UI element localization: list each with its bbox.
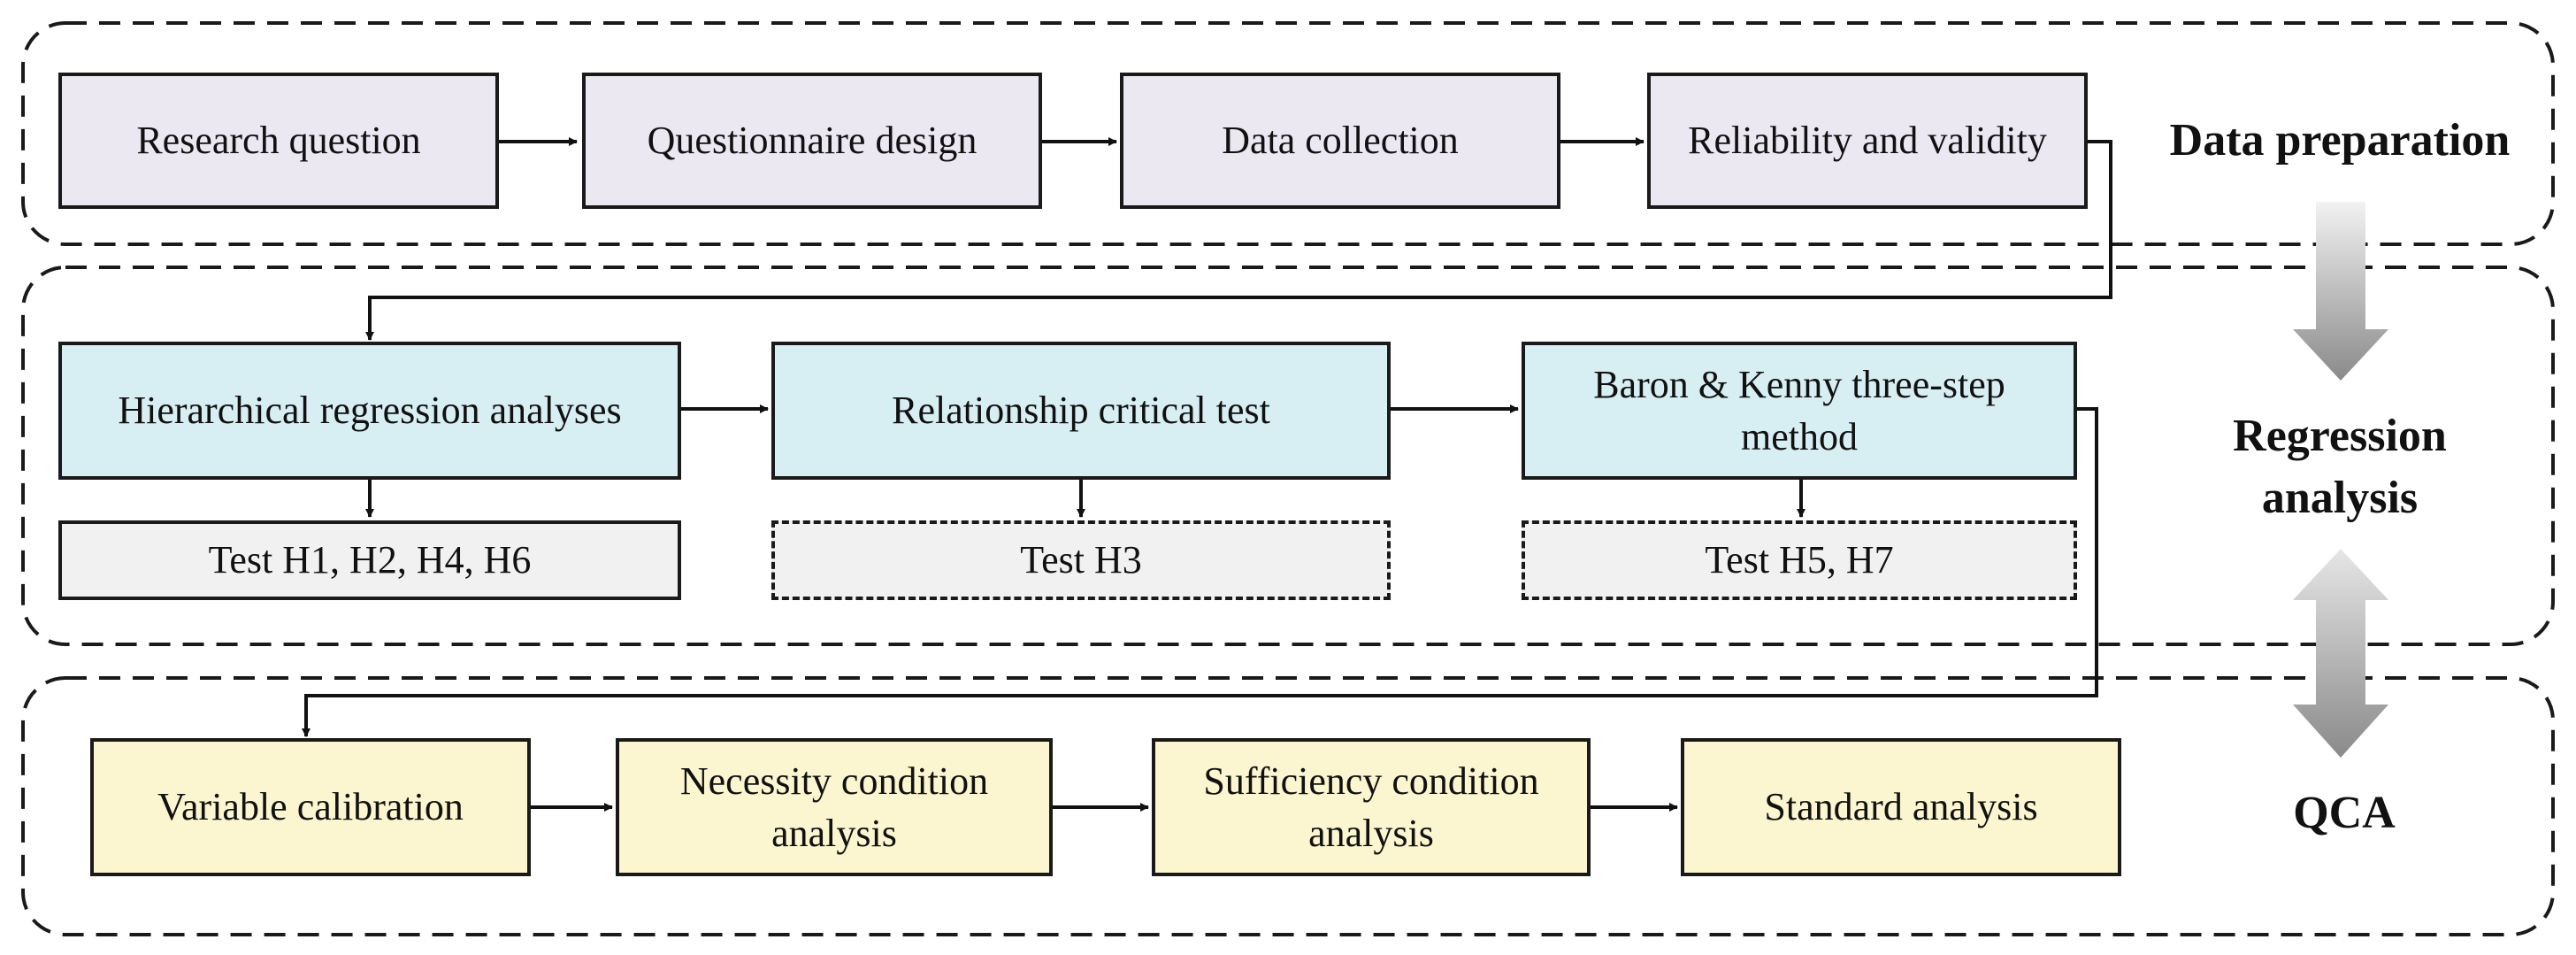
stage-arrow-down-icon	[2293, 202, 2388, 381]
connector-prep-to-regression	[365, 140, 2112, 341]
stage-label-data-preparation: Data preparation	[2169, 115, 2511, 166]
box-necessity-condition-analysis: Necessity condition analysis	[616, 738, 1053, 876]
box-test-h1-h2-h4-h6: Test H1, H2, H4, H6	[58, 520, 681, 600]
stage-arrow-bidirectional-icon	[2293, 549, 2388, 758]
stage-container-qca	[21, 676, 2555, 936]
stage-container-data-preparation	[21, 21, 2555, 246]
box-reliability-validity: Reliability and validity	[1647, 73, 2088, 209]
stage-container-regression	[21, 266, 2555, 646]
box-relationship-critical-test: Relationship critical test	[771, 342, 1391, 480]
stage-label-regression-text: Regression analysis	[2233, 411, 2447, 524]
box-research-question: Research question	[58, 73, 499, 209]
box-sufficiency-condition-analysis: Sufficiency condition analysis	[1152, 738, 1591, 876]
box-variable-calibration: Variable calibration	[90, 738, 531, 876]
connector-regression-to-qca	[302, 407, 2098, 737]
box-test-h5-h7: Test H5, H7	[1522, 520, 2077, 600]
box-baron-kenny: Baron & Kenny three-step method	[1522, 342, 2077, 480]
box-test-h3: Test H3	[771, 520, 1391, 600]
stage-label-regression-analysis: Regression analysis	[2176, 405, 2503, 529]
box-data-collection: Data collection	[1120, 73, 1560, 209]
box-hierarchical-regression: Hierarchical regression analyses	[58, 342, 681, 480]
box-questionnaire-design: Questionnaire design	[582, 73, 1042, 209]
box-standard-analysis: Standard analysis	[1681, 738, 2121, 876]
stage-label-qca: QCA	[2293, 788, 2396, 838]
